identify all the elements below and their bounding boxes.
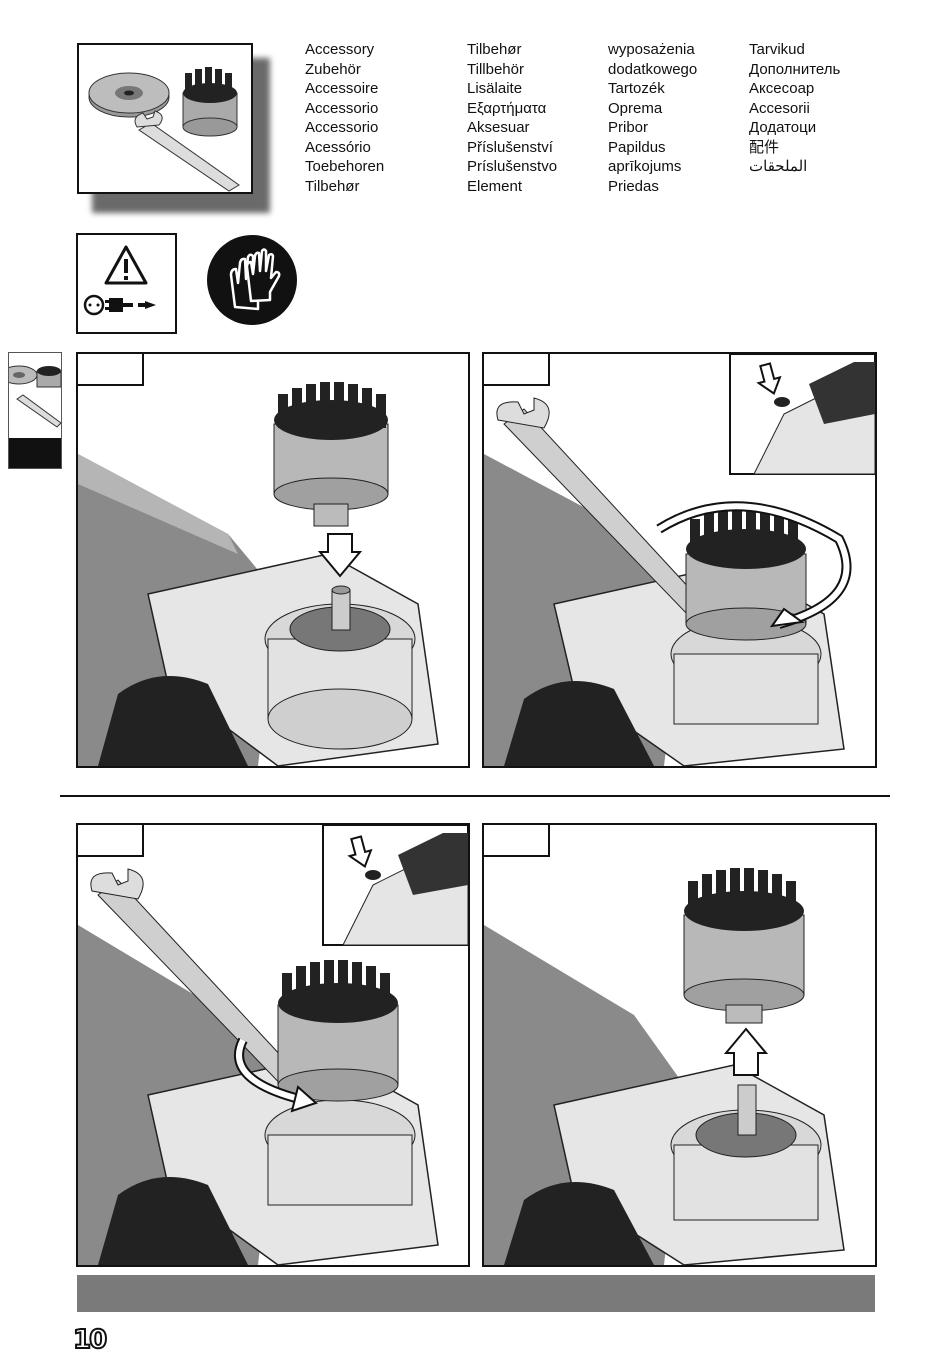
lang-text: Element	[467, 177, 523, 195]
figure-panel-4	[482, 823, 877, 1267]
figure-number-box	[78, 354, 144, 386]
lang-text: Tarvikud	[749, 41, 805, 58]
figure-number-box	[484, 354, 550, 386]
lang-text: Pribor	[608, 119, 649, 136]
lang-text: Accessoire	[305, 80, 379, 97]
lang-text: wyposażenia	[608, 41, 695, 58]
brush-and-wrench-icon	[9, 365, 61, 428]
side-tab-marker	[9, 438, 61, 468]
lang-text: 配件	[749, 138, 780, 156]
lang-text: Papildus	[608, 138, 666, 156]
lang-text: Aksesuar	[467, 119, 530, 136]
lang-column-4: Tarvikud Дополнитель Аксесоар Accesorii …	[749, 40, 840, 177]
lang-column-2: Tilbehør Tillbehör Lisälaite Εξαρτήματα …	[467, 40, 557, 196]
lang-column-3: wyposażenia dodatkowego Tartozék Oprema …	[608, 40, 697, 196]
page-number: 10	[72, 1324, 108, 1356]
lang-text: Acessório	[305, 138, 371, 156]
inset-spindle-lock	[729, 354, 875, 475]
figure-panel-3	[76, 823, 470, 1267]
lang-text: Príslušenstvo	[467, 158, 558, 175]
lang-text: Accesorii	[749, 99, 810, 117]
brush-bristles	[690, 506, 798, 553]
lang-text: Аксесоар	[749, 80, 815, 97]
lang-text: Дополнитель	[749, 60, 841, 78]
lang-text: الملحقات	[749, 158, 808, 175]
brush-bristles	[688, 868, 796, 915]
lang-text: Tillbehör	[467, 60, 524, 78]
brush-bristles	[278, 382, 386, 428]
lang-text: Oprema	[608, 99, 663, 117]
lang-text: aprīkojums	[608, 158, 682, 175]
lang-text: Εξαρτήματα	[467, 99, 547, 117]
unplug-icon	[83, 294, 156, 316]
lang-text: Priedas	[608, 177, 659, 195]
lang-text: Zubehör	[305, 60, 361, 78]
accessory-illustration	[77, 43, 253, 194]
warning-triangle-icon	[104, 245, 148, 285]
wear-gloves-icon	[207, 235, 297, 325]
figure-number-box	[78, 825, 144, 857]
safety-warning-box	[76, 233, 177, 334]
lang-text: Tilbehør	[305, 177, 360, 195]
lang-text: Příslušenství	[467, 138, 553, 156]
lang-text: Lisälaite	[467, 80, 523, 97]
lang-column-1: Accessory Zubehör Accessoire Accessorio …	[305, 40, 384, 196]
section-side-tab	[8, 352, 62, 469]
lang-text: dodatkowego	[608, 60, 698, 78]
lang-text: Accessorio	[305, 119, 379, 136]
figure-panel-1	[76, 352, 470, 768]
lang-text: Tartozék	[608, 80, 665, 97]
brush-and-wrench-icon	[88, 67, 240, 192]
footer-bar	[77, 1275, 875, 1312]
lang-text: Accessorio	[305, 99, 379, 117]
brush-bristles	[282, 960, 390, 1007]
figure-panel-2	[482, 352, 877, 768]
lang-text: Додатоци	[749, 119, 817, 136]
lang-text: Accessory	[305, 41, 375, 58]
inset-spindle-lock	[322, 825, 468, 946]
lang-text: Toebehoren	[305, 158, 385, 175]
section-divider	[60, 795, 890, 797]
lang-text: Tilbehør	[467, 41, 522, 58]
figure-number-box	[484, 825, 550, 857]
